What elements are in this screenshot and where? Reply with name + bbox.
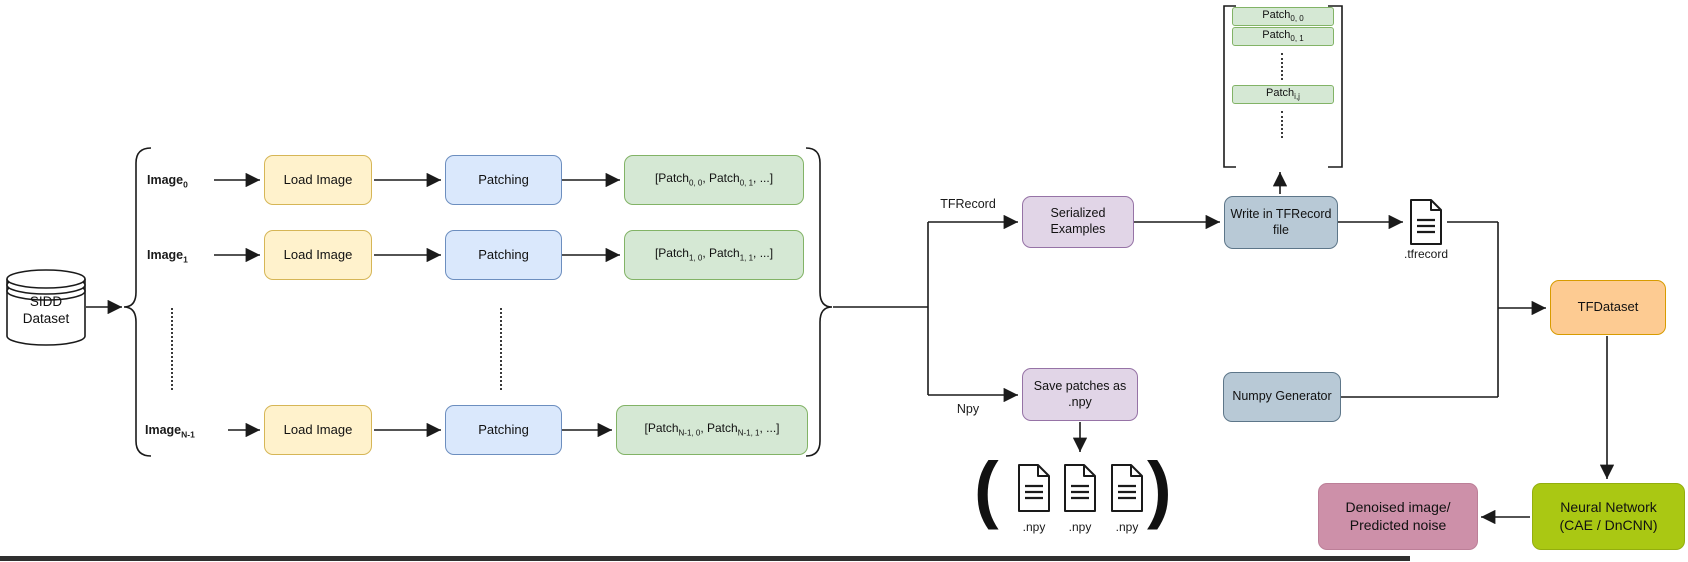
npy-file-label-2: .npy — [1068, 520, 1092, 534]
write-label-line1: Write in TFRecord — [1230, 206, 1332, 221]
patch-list-node-0: [Patch0, 0, Patch0, 1, ...] — [624, 155, 804, 205]
window-bottom-edge — [0, 556, 1410, 561]
serialized-label-line2: Examples — [1050, 222, 1106, 236]
denoised-output-node: Denoised image/ Predicted noise — [1318, 483, 1478, 550]
npy-file-icon-2 — [1064, 464, 1096, 512]
numpy-generator-label: Numpy Generator — [1232, 389, 1332, 404]
ellipsis-dots-patching — [500, 308, 502, 390]
load-image-label-1: Load Image — [283, 246, 353, 262]
image-label-0: Image0 — [147, 171, 188, 190]
patching-label-1: Patching — [478, 246, 529, 262]
database-cylinder-icon — [6, 269, 86, 346]
tfrecord-file-icon — [1410, 199, 1442, 245]
load-image-node-1: Load Image — [264, 230, 372, 280]
database-label-line1: SIDD — [29, 294, 63, 309]
patch-list-node-n: [PatchN-1, 0, PatchN-1, 1, ...] — [616, 405, 808, 455]
load-image-label-0: Load Image — [283, 171, 353, 187]
npy-file-icon-1 — [1018, 464, 1050, 512]
load-image-label-n: Load Image — [283, 421, 353, 437]
npy-file-label-3: .npy — [1115, 520, 1139, 534]
save-label-line1: Save patches as — [1033, 378, 1127, 393]
curly-brace-close — [805, 147, 833, 457]
save-npy-node: Save patches as .npy — [1022, 368, 1138, 421]
patching-label-0: Patching — [478, 171, 529, 187]
patch-stack-text-0: Patch0, 0 — [1262, 9, 1304, 24]
patching-node-0: Patching — [445, 155, 562, 205]
serialized-label-line1: Serialized — [1050, 206, 1106, 221]
patch-stack-item-ij: Patchi,j — [1232, 85, 1334, 104]
numpy-generator-node: Numpy Generator — [1223, 372, 1341, 422]
npy-branch-label: Npy — [956, 402, 980, 416]
database-label-line2: Dataset — [22, 310, 70, 326]
patch-list-text-1: [Patch1, 0, Patch1, 1, ...] — [654, 246, 774, 263]
open-paren: ( — [974, 447, 999, 530]
tfdataset-node: TFDataset — [1550, 280, 1666, 335]
npy-file-icon-3 — [1111, 464, 1143, 512]
patch-list-text-n: [PatchN-1, 0, PatchN-1, 1, ...] — [644, 421, 780, 438]
nn-label-line1: Neural Network — [1560, 499, 1657, 515]
tfdataset-label: TFDataset — [1577, 299, 1639, 315]
database-label: SIDD Dataset — [4, 294, 88, 328]
tfrecord-branch-label: TFRecord — [940, 197, 996, 211]
patching-node-n: Patching — [445, 405, 562, 455]
patch-stack-text-ij: Patchi,j — [1266, 87, 1300, 102]
result-label-line1: Denoised image/ — [1345, 499, 1451, 515]
patch-array-bracket-right — [1328, 5, 1343, 168]
nn-label-line2: (CAE / DnCNN) — [1559, 516, 1658, 533]
close-paren: ) — [1147, 447, 1172, 530]
patch-stack-item-1: Patch0, 1 — [1232, 27, 1334, 46]
image-label-n-sub: N-1 — [181, 429, 195, 440]
image-label-0-base: Image — [147, 173, 184, 187]
image-label-1-base: Image — [147, 248, 184, 262]
load-image-node-n: Load Image — [264, 405, 372, 455]
result-label-line2: Predicted noise — [1349, 516, 1447, 533]
patching-label-n: Patching — [478, 421, 529, 437]
ellipsis-dots-stack-1 — [1281, 53, 1283, 80]
neural-network-node: Neural Network (CAE / DnCNN) — [1532, 483, 1685, 550]
load-image-node-0: Load Image — [264, 155, 372, 205]
patch-array-bracket-left — [1223, 5, 1236, 168]
image-label-0-sub: 0 — [183, 179, 188, 190]
image-label-1: Image1 — [147, 246, 188, 265]
curly-brace-open — [123, 147, 152, 457]
write-tfrecord-node: Write in TFRecord file — [1224, 196, 1338, 249]
write-label-line2: file — [1273, 222, 1289, 237]
save-label-line2: .npy — [1068, 394, 1092, 409]
ellipsis-dots-images — [171, 308, 173, 390]
patch-list-text-0: [Patch0, 0, Patch0, 1, ...] — [654, 171, 774, 188]
image-label-1-sub: 1 — [183, 254, 188, 265]
image-label-n-base: Image — [145, 423, 182, 437]
ellipsis-dots-stack-2 — [1281, 111, 1283, 138]
tfrecord-file-label: .tfrecord — [1403, 247, 1448, 261]
patch-stack-text-1: Patch0, 1 — [1262, 29, 1304, 44]
npy-file-label-1: .npy — [1022, 520, 1046, 534]
patch-list-node-1: [Patch1, 0, Patch1, 1, ...] — [624, 230, 804, 280]
serialized-examples-node: Serialized Examples — [1022, 196, 1134, 248]
patch-stack-item-0: Patch0, 0 — [1232, 7, 1334, 26]
image-label-n: ImageN-1 — [145, 421, 195, 440]
patching-node-1: Patching — [445, 230, 562, 280]
